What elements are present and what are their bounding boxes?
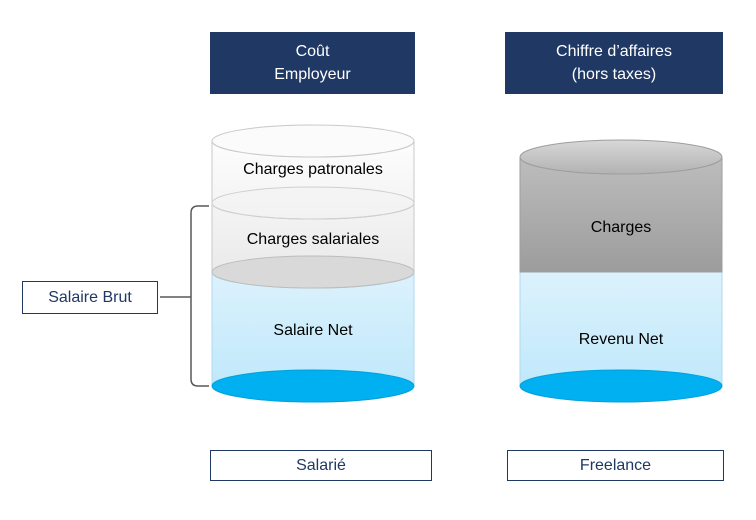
salarie-header: Coût Employeur (210, 32, 415, 94)
segment-label-charges-salariales: Charges salariales (246, 231, 380, 248)
salarie-header-line2: Employeur (274, 66, 351, 83)
bracket-outline (190, 205, 209, 387)
salaire-brut-box: Salaire Brut (22, 281, 158, 314)
segment-label-revenu-net: Revenu Net (578, 331, 664, 348)
salaire-brut-label: Salaire Brut (48, 288, 132, 306)
salaire-brut-bracket (160, 205, 209, 387)
freelance-bottom-ellipse (519, 369, 723, 403)
freelance-header-line2: (hors taxes) (571, 66, 657, 83)
salarie-upper-divider-ellipse (211, 186, 415, 220)
freelance-header: Chiffre d’affaires (hors taxes) (505, 32, 723, 94)
salarie-footer-label: Salarié (296, 456, 346, 474)
salarie-cylinder (211, 124, 415, 403)
freelance-top-ellipse (519, 139, 723, 175)
freelance-header-line1: Chiffre d’affaires (556, 43, 672, 60)
salarie-footer: Salarié (210, 450, 432, 481)
segment-label-charges: Charges (590, 219, 652, 236)
freelance-footer-label: Freelance (579, 456, 652, 474)
salarie-header-line1: Coût (295, 43, 330, 60)
freelance-cylinder (519, 139, 723, 403)
segment-label-salaire-net: Salaire Net (273, 322, 353, 339)
salarie-top-ellipse (211, 124, 415, 158)
salarie-bottom-ellipse (211, 369, 415, 403)
salarie-divider-ellipse (211, 255, 415, 289)
segment-label-charges-patronales: Charges patronales (243, 161, 383, 178)
freelance-footer: Freelance (507, 450, 724, 481)
